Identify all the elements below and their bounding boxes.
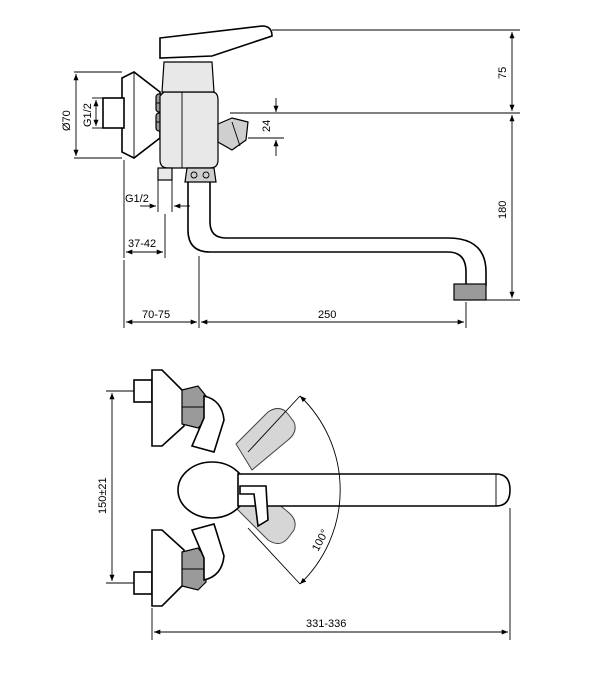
inlet-stub-upper: [133, 379, 153, 403]
body-arm-lower: [190, 523, 225, 581]
shower-outlet-connector: [157, 167, 173, 181]
dim-outlet-depth: 37-42: [123, 160, 166, 258]
dim-outlet-thread: G1/2: [125, 180, 190, 212]
dim-handle-height: 75: [230, 29, 520, 114]
dim-label-reach-250: 250: [318, 309, 336, 321]
cartridge-cap: [161, 61, 215, 93]
dim-label-dia-flange: Ø70: [61, 110, 73, 131]
body-arm-upper: [190, 395, 225, 453]
dim-label-thread-inlet: G1/2: [82, 103, 94, 127]
flange-upper: [151, 369, 185, 447]
handle-lever: [159, 25, 273, 59]
dim-spout-height: 180: [486, 115, 520, 301]
dim-reach: 70-75 250: [123, 256, 467, 328]
dim-inlet-thread: G1/2: [82, 97, 103, 129]
dim-label-overall: 331-336: [306, 618, 346, 630]
dim-label-height-24: 24: [261, 120, 273, 132]
dim-label-height-180: 180: [497, 201, 509, 219]
spout-swivel-nut: [184, 167, 217, 183]
spout-top: [237, 473, 511, 507]
wall-flange: [121, 71, 161, 159]
inlet-stub-lower: [133, 571, 153, 595]
side-view: Ø70 G1/2 75 24 180: [61, 25, 520, 328]
diverter-knob: [217, 117, 249, 151]
dim-label-angle: 100°: [310, 528, 331, 554]
spout-pipe: [187, 182, 467, 286]
dim-label-height-75: 75: [497, 67, 509, 79]
dim-diverter-height: 24: [248, 98, 284, 156]
aerator: [453, 283, 487, 301]
valve-body: [159, 91, 219, 169]
top-view: 150±21 100° 331-336: [97, 369, 511, 640]
flange-lower: [151, 529, 185, 607]
inlet-pipe-stub: [102, 97, 125, 129]
dim-label-thread-outlet: G1/2: [125, 193, 149, 205]
dim-label-centers: 150±21: [97, 477, 109, 514]
handle-ghost-upper: [235, 408, 296, 471]
dim-label-depth-37-42: 37-42: [128, 238, 156, 250]
diverter-top: [239, 485, 269, 528]
dim-centers: 150±21: [97, 390, 134, 584]
dim-label-offset-70-75: 70-75: [142, 309, 170, 321]
dim-flange-diameter: Ø70: [61, 71, 122, 159]
central-body: [177, 461, 247, 519]
dim-overall-length: 331-336: [151, 508, 511, 640]
